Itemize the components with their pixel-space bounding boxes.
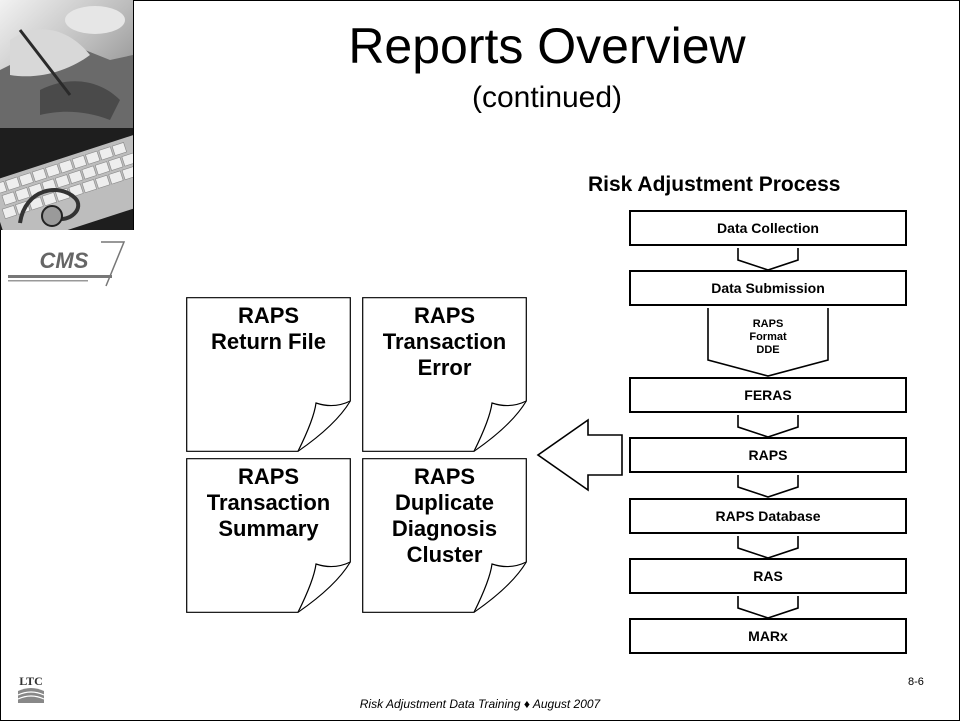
format-arrow	[707, 308, 829, 377]
slide-title: Reports Overview	[348, 18, 746, 74]
step-ras: RAS	[629, 558, 907, 594]
flow-arrow	[737, 536, 799, 559]
step-data-submission: Data Submission	[629, 270, 907, 306]
format-label-line1: RAPS	[752, 318, 784, 330]
sidebar-divider	[133, 0, 134, 230]
step-raps: RAPS	[629, 437, 907, 473]
step-feras: FERAS	[629, 377, 907, 413]
reports-arrow	[536, 418, 623, 492]
page-number: 8-6	[908, 676, 924, 688]
photo-hands-writing	[0, 0, 133, 128]
flow-arrow	[737, 475, 799, 498]
process-title: Risk Adjustment Process	[588, 173, 841, 196]
flow-arrow	[737, 248, 799, 271]
format-label-line2: Format	[749, 331, 787, 343]
photo-keyboard-stethoscope	[0, 128, 133, 230]
cms-logo: CMS	[6, 238, 128, 290]
format-label-line3: DDE	[756, 344, 780, 356]
svg-text:CMS: CMS	[40, 248, 89, 273]
slide-subtitle: (continued)	[471, 81, 623, 114]
step-data-collection: Data Collection	[629, 210, 907, 246]
step-raps-database: RAPS Database	[629, 498, 907, 534]
ltc-logo: LTC	[16, 673, 46, 705]
flow-arrow	[737, 596, 799, 619]
step-marx: MARx	[629, 618, 907, 654]
svg-text:LTC: LTC	[19, 674, 43, 688]
footer-text: Risk Adjustment Data Training ♦ August 2…	[359, 697, 601, 711]
flow-arrow	[737, 415, 799, 438]
